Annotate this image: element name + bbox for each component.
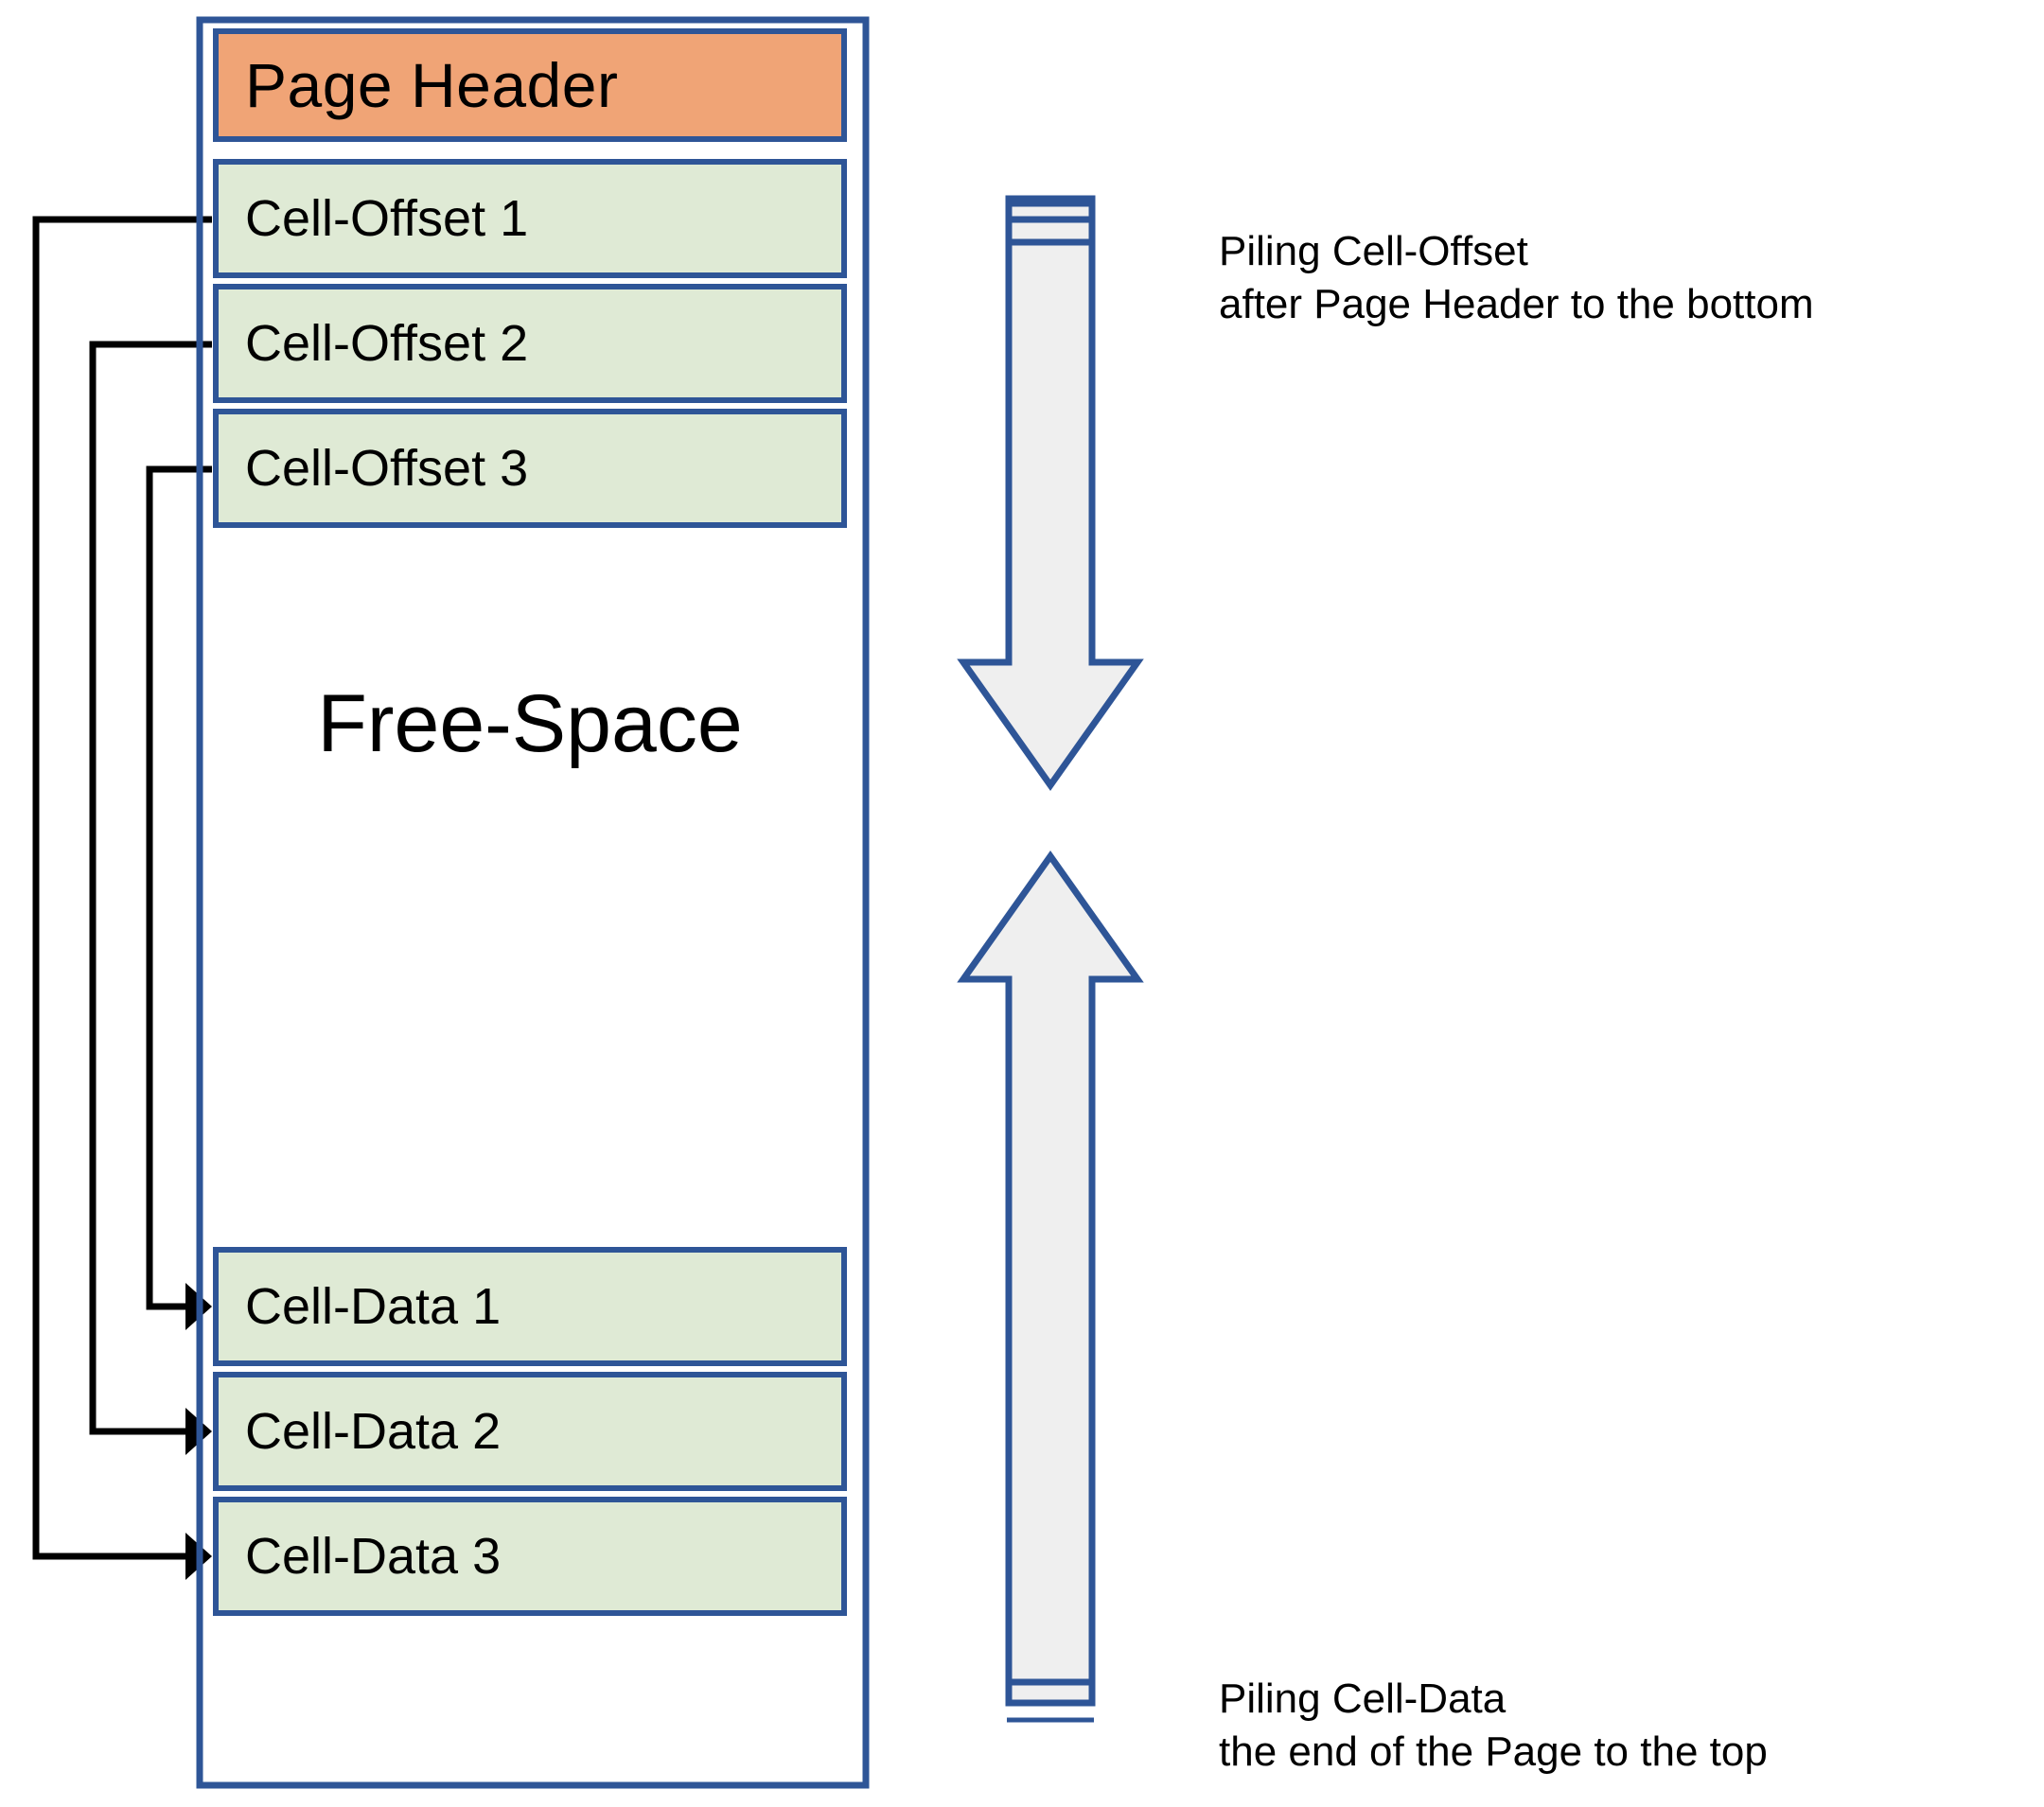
cell-offset-2-block[interactable]: Cell-Offset 2 <box>213 284 847 403</box>
page-header-block[interactable]: Page Header <box>213 28 847 142</box>
connector-offset1-data3 <box>32 216 212 1560</box>
cell-data-3-label: Cell-Data 3 <box>245 1528 502 1585</box>
cell-offset-2-label: Cell-Offset 2 <box>245 315 529 372</box>
up-arrow-icon <box>957 850 1144 1723</box>
free-space-region: Free-Space <box>213 662 847 785</box>
cell-data-1-label: Cell-Data 1 <box>245 1278 502 1335</box>
connector-group <box>32 216 212 1560</box>
cell-data-1-block[interactable]: Cell-Data 1 <box>213 1247 847 1366</box>
cell-data-2-label: Cell-Data 2 <box>245 1403 502 1460</box>
cell-offset-1-block[interactable]: Cell-Offset 1 <box>213 159 847 278</box>
cell-offset-1-label: Cell-Offset 1 <box>245 190 529 247</box>
cell-data-3-block[interactable]: Cell-Data 3 <box>213 1497 847 1616</box>
down-arrow-icon <box>957 195 1144 792</box>
connector-offset2-data2 <box>89 341 212 1435</box>
page-header-label: Page Header <box>245 50 619 120</box>
annotation-cell-data: Piling Cell-Data the end of the Page to … <box>1219 1675 1768 1776</box>
cell-offset-3-label: Cell-Offset 3 <box>245 440 529 497</box>
connector-offset3-data1 <box>146 465 212 1310</box>
free-space-label: Free-Space <box>317 677 743 769</box>
annotation-cell-offset: Piling Cell-Offset after Page Header to … <box>1219 228 1814 328</box>
page-outer-frame <box>196 16 870 1789</box>
cell-offset-3-block[interactable]: Cell-Offset 3 <box>213 409 847 528</box>
cell-data-2-block[interactable]: Cell-Data 2 <box>213 1372 847 1491</box>
